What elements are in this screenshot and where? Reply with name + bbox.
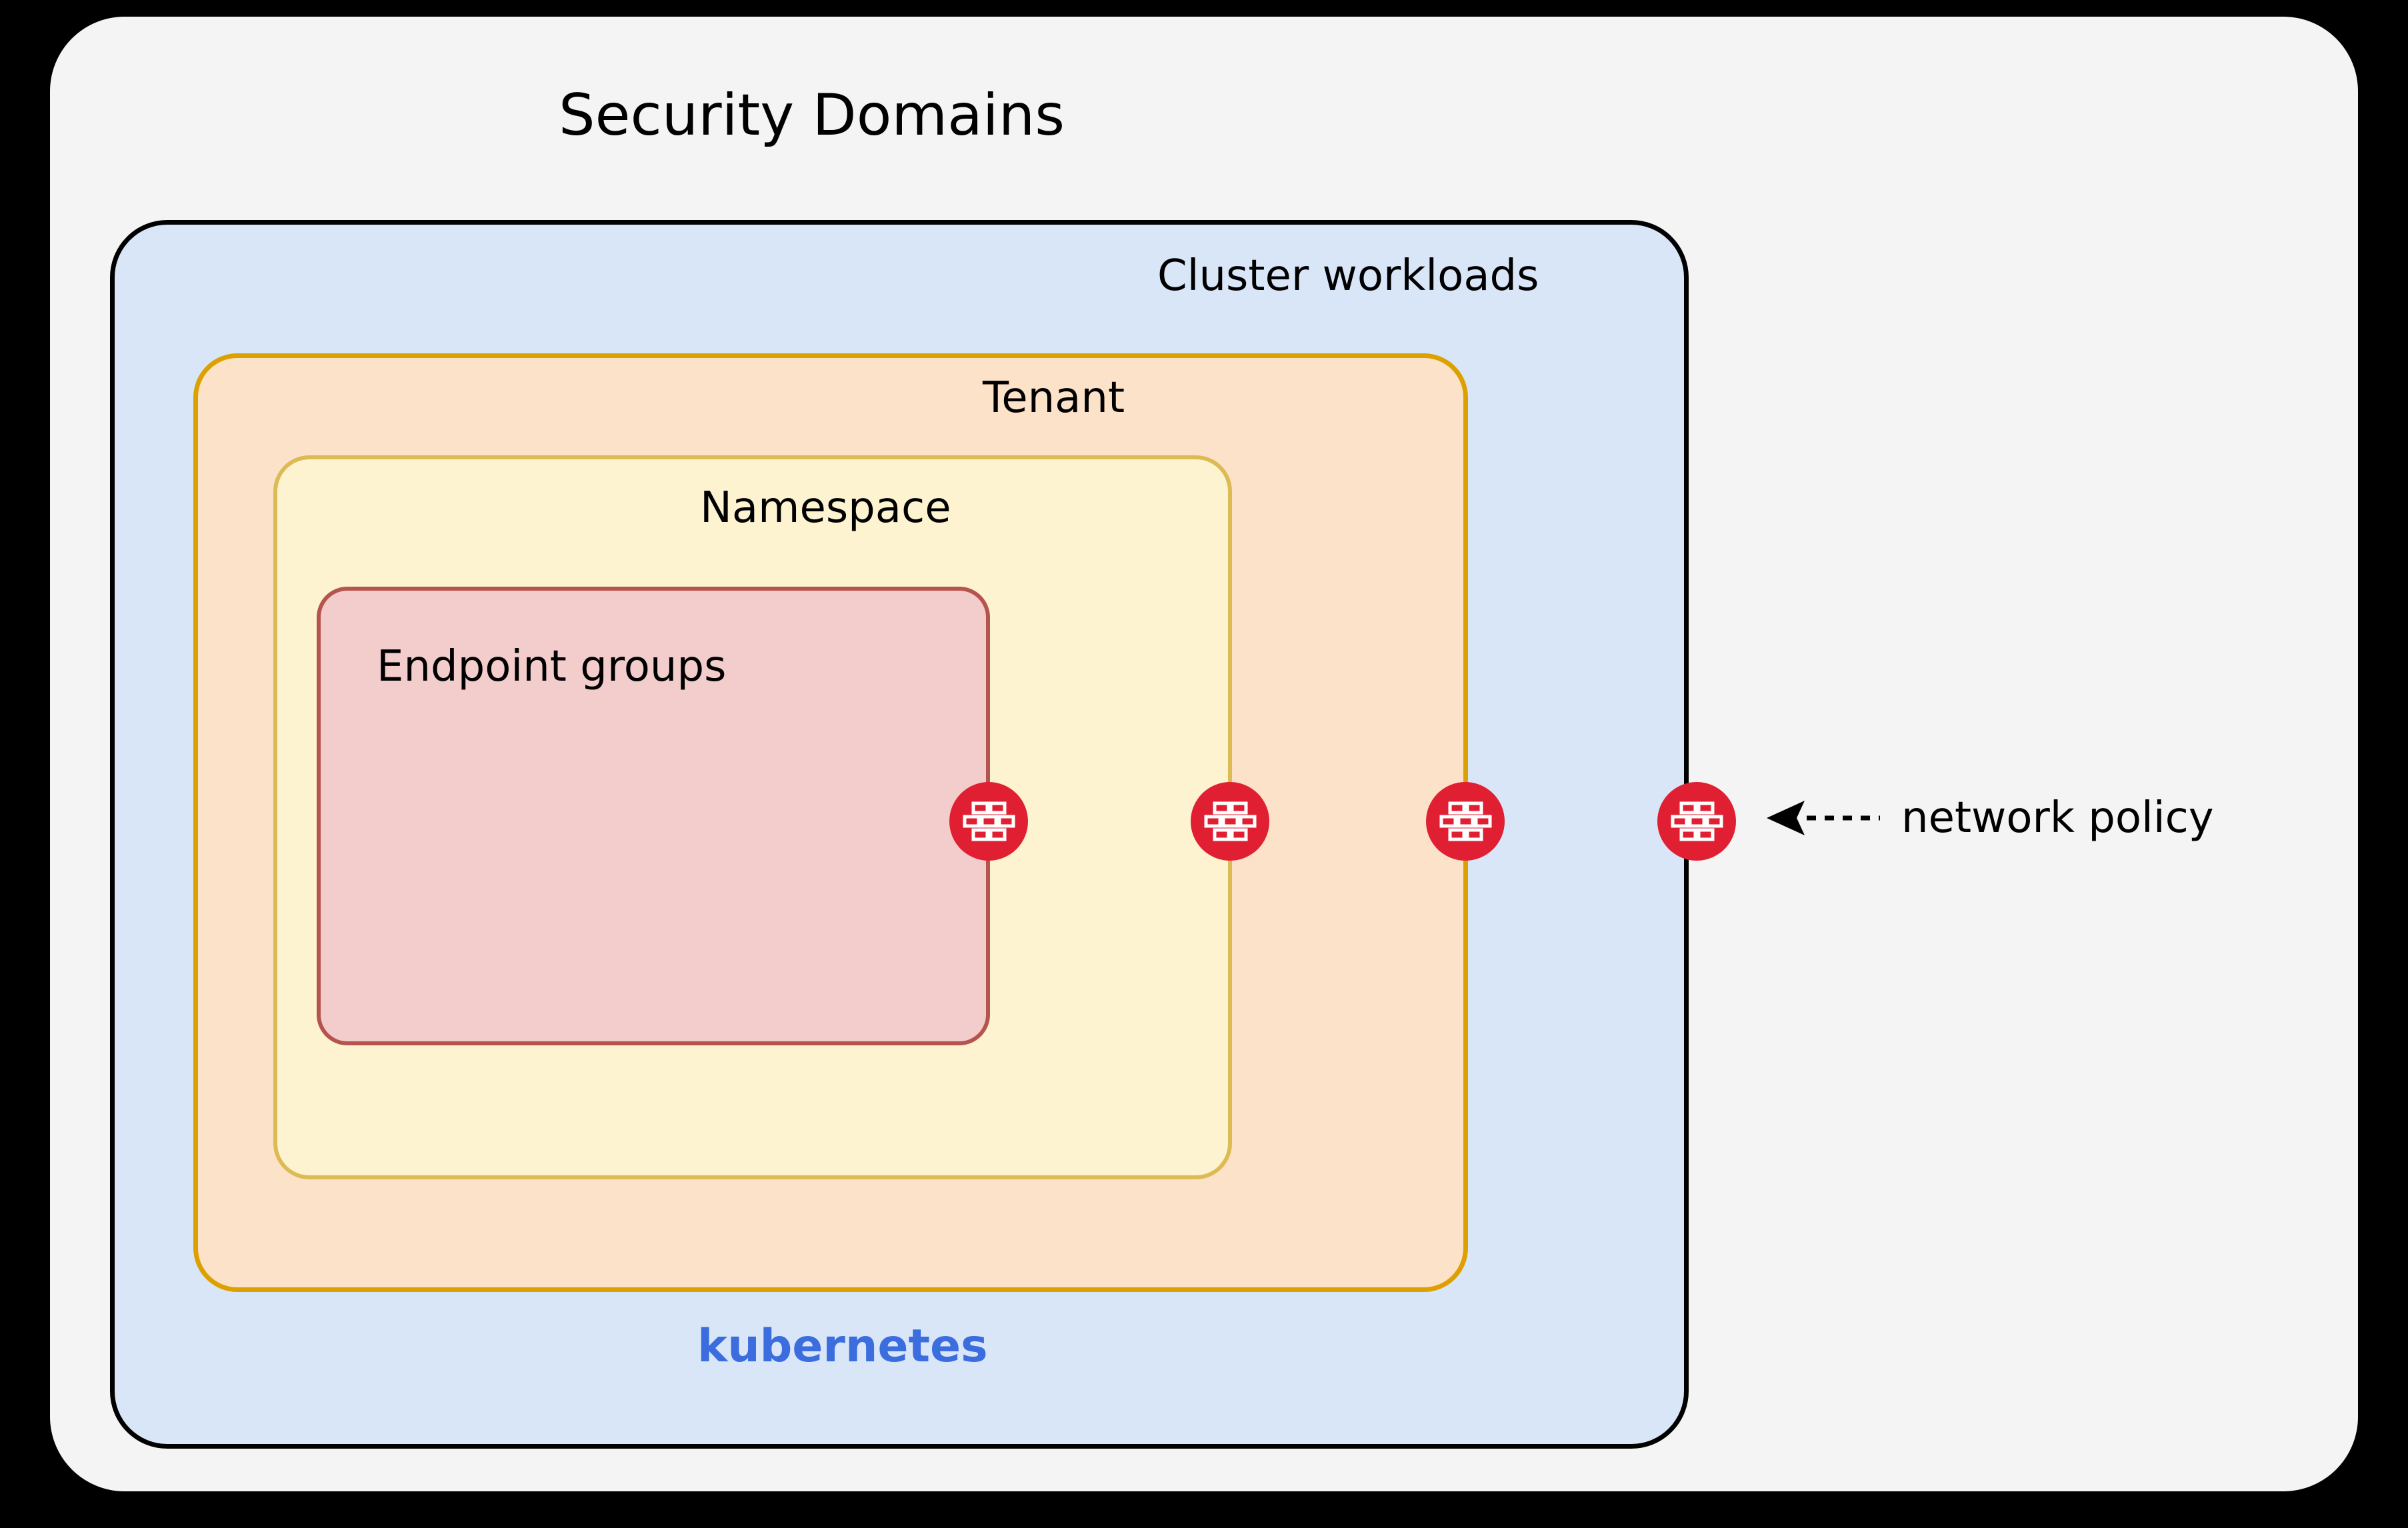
network-policy-arrow-icon (1767, 801, 1880, 835)
cluster-workloads-label: Cluster workloads (1157, 251, 1539, 301)
kubernetes-brand-label: kubernetes (697, 1320, 988, 1373)
firewall-icon (1657, 782, 1736, 861)
firewall-icon (1191, 782, 1269, 861)
network-policy-label: network policy (1901, 793, 2214, 843)
endpoint-groups-label: Endpoint groups (377, 642, 727, 691)
page-title: Security Domains (559, 82, 1065, 149)
tenant-label: Tenant (983, 373, 1125, 423)
firewall-icon (1426, 782, 1505, 861)
namespace-label: Namespace (700, 483, 951, 533)
endpoint-groups-container (317, 587, 990, 1045)
firewall-icon (949, 782, 1028, 861)
